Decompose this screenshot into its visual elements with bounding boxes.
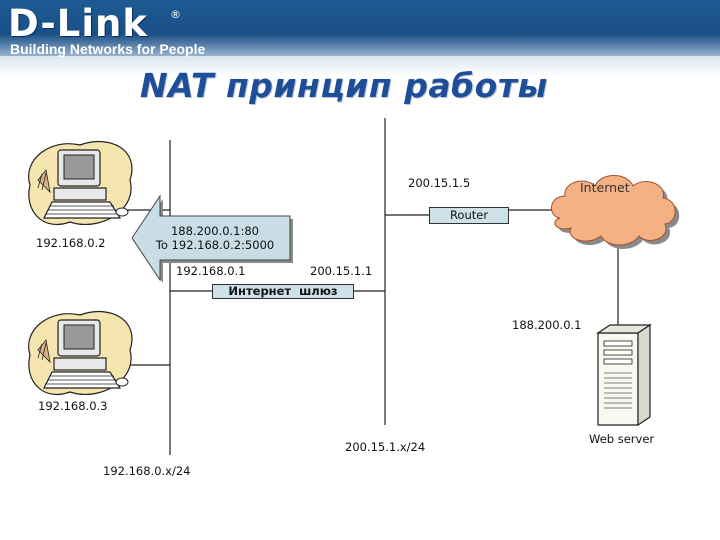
web-server-icon [598,325,650,425]
computer-icon-2 [29,312,132,395]
lan-subnet-label: 192.168.0.x/24 [103,464,191,478]
nat-arrow-line1: 188.200.0.1:80 [140,224,290,238]
gateway-lan-ip: 192.168.0.1 [176,264,246,278]
router-ip: 200.15.1.5 [408,176,470,190]
nat-arrow-text: 188.200.0.1:80 To 192.168.0.2:5000 [140,224,290,252]
web-server-label: Web server [589,432,654,446]
wan-subnet-label: 200.15.1.x/24 [345,440,425,454]
web-server-ip: 188.200.0.1 [512,318,582,332]
nat-arrow-line2: To 192.168.0.2:5000 [140,238,290,252]
host1-ip: 192.168.0.2 [36,236,106,250]
gateway-box: Интернет шлюз [212,284,354,299]
host2-ip: 192.168.0.3 [38,399,108,413]
router-box: Router [429,207,509,224]
computer-icon-1 [29,142,132,225]
internet-label: Internet [580,180,630,195]
gateway-wan-ip: 200.15.1.1 [310,264,372,278]
